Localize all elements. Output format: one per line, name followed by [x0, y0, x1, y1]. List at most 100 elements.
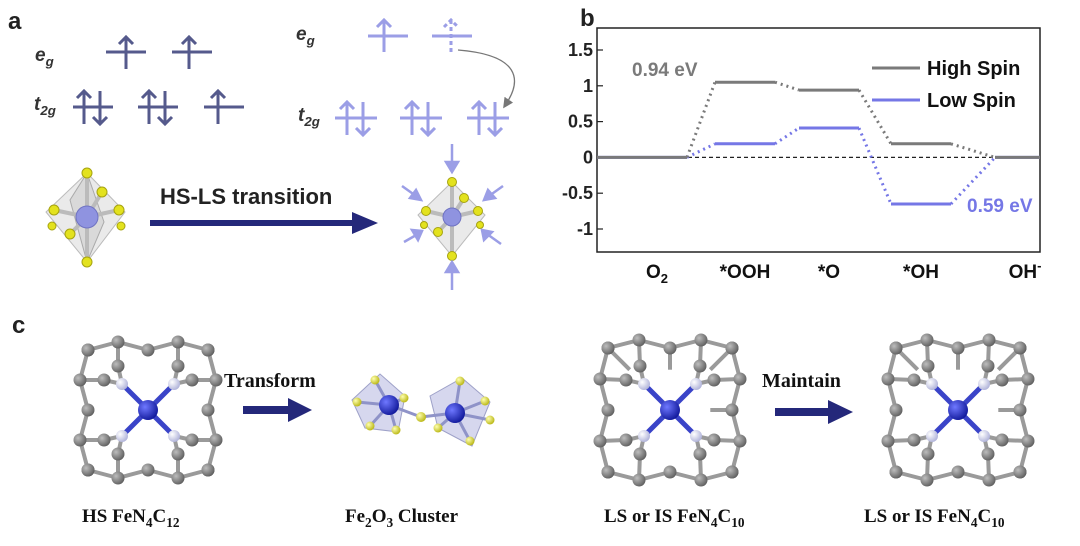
caption-ls-fen4c10-2: LS or IS FeN4C10	[864, 506, 1005, 530]
carbon-atom	[982, 473, 996, 487]
y-tick-label: 1	[583, 76, 593, 96]
carbon-atom	[633, 359, 647, 373]
carbon-atom	[81, 343, 95, 357]
ls-t2g-label: t2g	[298, 105, 320, 129]
carbon-atom	[707, 433, 721, 447]
hs-octahedron	[45, 167, 126, 268]
carbon-atom	[981, 447, 995, 461]
ls-fen4c10-structure-1	[593, 333, 747, 487]
carbon-atom	[694, 473, 708, 487]
carbon-atom	[171, 359, 185, 373]
y-tick-label: 0.5	[568, 112, 593, 132]
iron-atom	[138, 400, 158, 420]
ls-fen4c10-structure-2	[881, 333, 1035, 487]
carbon-atom	[995, 433, 1009, 447]
carbon-atom	[693, 447, 707, 461]
iron-atom	[948, 400, 968, 420]
chart-frame	[596, 27, 1041, 253]
iron-atom	[660, 400, 680, 420]
carbon-atom	[601, 341, 615, 355]
nitrogen-atom	[978, 378, 990, 390]
annotation-label: 0.59 eV	[967, 196, 1033, 217]
carbon-atom	[633, 447, 647, 461]
nitrogen-atom	[690, 430, 702, 442]
carbon-atom	[733, 434, 747, 448]
nitrogen-atom	[690, 378, 702, 390]
hs-eg-label: eg	[35, 45, 54, 69]
carbon-atom	[185, 373, 199, 387]
carbon-atom	[73, 373, 87, 387]
carbon-atom	[995, 373, 1009, 387]
carbon-atom	[881, 434, 895, 448]
carbon-atom	[201, 403, 215, 417]
connector	[950, 142, 996, 159]
carbon-atom	[725, 403, 739, 417]
carbon-atom	[921, 447, 935, 461]
carbon-atom	[201, 463, 215, 477]
nitrogen-atom	[926, 430, 938, 442]
connector	[857, 89, 893, 145]
nitrogen-atom	[638, 378, 650, 390]
carbon-atom	[920, 473, 934, 487]
carbon-atom	[201, 343, 215, 357]
legend-label: Low Spin	[927, 90, 1016, 112]
y-tick-label: -1	[577, 219, 593, 239]
carbon-atom	[951, 341, 965, 355]
nitrogen-atom	[978, 430, 990, 442]
carbon-atom	[619, 373, 633, 387]
nitrogen-atom	[638, 430, 650, 442]
series-low-spin	[597, 126, 1040, 206]
hs-t2g-orbitals	[73, 88, 244, 127]
carbon-atom	[141, 463, 155, 477]
ls-eg-orbitals	[368, 17, 472, 52]
caption-hs-fen4c12: HS FeN4C12	[82, 506, 180, 530]
atoms	[881, 333, 1035, 487]
carbon-atom	[733, 372, 747, 386]
carbon-atom	[982, 333, 996, 347]
carbon-atom	[209, 373, 223, 387]
carbon-atom	[111, 359, 125, 373]
connector	[774, 80, 800, 92]
carbon-atom	[889, 403, 903, 417]
orbital-diagram	[45, 17, 515, 290]
carbon-atom	[951, 465, 965, 479]
transition-label: HS-LS transition	[160, 184, 333, 209]
carbon-atom	[97, 433, 111, 447]
maintain-arrow	[775, 400, 853, 424]
carbon-atom	[619, 433, 633, 447]
transform-label: Transform	[224, 370, 316, 392]
carbon-atom	[81, 463, 95, 477]
connector	[686, 142, 716, 159]
series-high-spin	[597, 80, 1040, 159]
carbon-atom	[693, 359, 707, 373]
hs-t2g-label: t2g	[34, 94, 56, 118]
carbon-atom	[81, 403, 95, 417]
panel-label-b: b	[580, 5, 595, 32]
carbon-atom	[921, 359, 935, 373]
carbon-atom	[1021, 434, 1035, 448]
carbon-atom	[981, 359, 995, 373]
carbon-atom	[694, 333, 708, 347]
carbon-atom	[111, 471, 125, 485]
carbon-atom	[889, 465, 903, 479]
transition-arrow	[150, 212, 378, 234]
maintain-label: Maintain	[762, 370, 841, 392]
carbon-atom	[593, 434, 607, 448]
carbon-atom	[111, 447, 125, 461]
carbon-atom	[601, 465, 615, 479]
carbon-atom	[907, 373, 921, 387]
legend-label: High Spin	[927, 58, 1020, 80]
panel-label-c: c	[12, 312, 26, 339]
carbon-atom	[111, 335, 125, 349]
carbon-atom	[889, 341, 903, 355]
carbon-atom	[663, 465, 677, 479]
nitrogen-atom	[926, 378, 938, 390]
fe2o3-cluster	[351, 373, 495, 447]
panel-label-a: a	[8, 8, 22, 35]
annotation-label: 0.94 eV	[632, 60, 698, 81]
nitrogen-atom	[168, 430, 180, 442]
caption-fe2o3-cluster: Fe2O3 Cluster	[345, 506, 459, 530]
compression-arrows	[401, 144, 504, 290]
atoms	[593, 333, 747, 487]
carbon-atom	[171, 335, 185, 349]
